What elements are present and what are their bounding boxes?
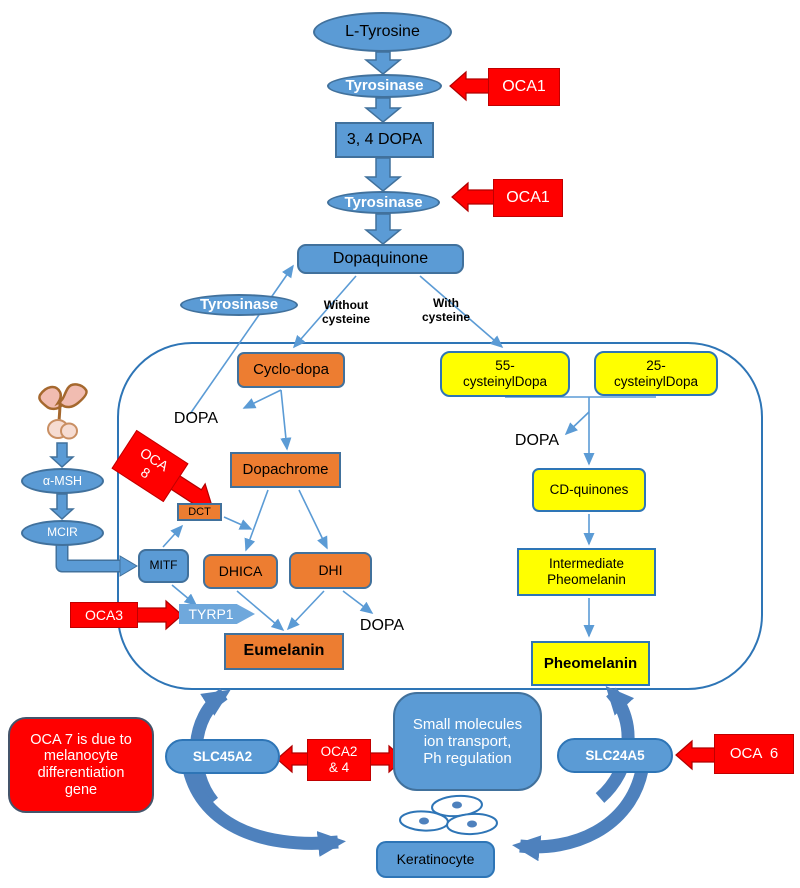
node-eumelanin: Eumelanin: [224, 633, 344, 670]
node-3-4-dopa: 3, 4 DOPA: [335, 122, 434, 158]
node-slc45a2: SLC45A2: [165, 739, 280, 774]
arrow-dopa-to-tyrosinase: [363, 157, 403, 192]
arc-left-down: [181, 762, 346, 857]
node-cd-quinones: CD-quinones: [532, 468, 646, 512]
label-with-cysteine: With cysteine: [421, 296, 471, 324]
arrow-oca1-mid: [451, 181, 498, 213]
node-small-molecules: Small molecules ion transport, Ph regula…: [393, 692, 542, 791]
arrow-oca6: [675, 739, 717, 771]
node-tyrp1: TYRP1: [179, 604, 255, 624]
node-keratinocyte: Keratinocyte: [376, 841, 495, 878]
node-intermediate-pheomelanin: Intermediate Pheomelanin: [517, 548, 656, 596]
arrow-gland-to-amsh: [49, 442, 75, 469]
node-dhica: DHICA: [203, 554, 278, 589]
melanocyte-cells-icon: [399, 794, 498, 836]
node-tyrosinase-1: Tyrosinase: [327, 74, 442, 98]
oca1-badge-top: OCA1: [488, 68, 560, 106]
node-dhi: DHI: [289, 552, 372, 589]
node-pheomelanin: Pheomelanin: [531, 641, 650, 686]
arrow-ltyrosine-to-tyrosinase: [363, 51, 403, 75]
arrow-oca1-top: [449, 70, 491, 102]
oca7-note: OCA 7 is due to melanocyte differentiati…: [8, 717, 154, 813]
node-dopaquinone: Dopaquinone: [297, 244, 464, 274]
oca6-badge: OCA 6: [714, 734, 794, 774]
node-dopachrome: Dopachrome: [230, 452, 341, 488]
node-mitf: MITF: [138, 549, 189, 583]
red-oca-arrows: [135, 70, 717, 774]
node-dct: DCT: [177, 503, 222, 521]
arrow-mcir-to-mitf: [55, 544, 138, 577]
node-55-cysteinyldopa: 55- cysteinylDopa: [440, 351, 570, 397]
label-dopa-left: DOPA: [173, 409, 219, 427]
pathway-connector-arrows: [162, 264, 656, 638]
arrow-oca3: [135, 599, 183, 631]
oca3-badge: OCA3: [70, 602, 138, 628]
node-slc24a5: SLC24A5: [557, 738, 673, 773]
label-dopa-right: DOPA: [514, 431, 560, 449]
label-dopa-mid: DOPA: [359, 616, 405, 634]
node-tyrosinase-2: Tyrosinase: [327, 191, 440, 214]
arc-right-down: [512, 768, 649, 862]
arrow-amsh-to-mcir: [49, 493, 75, 521]
node-tyrosinase-3: Tyrosinase: [180, 294, 298, 316]
label-without-cysteine: Without cysteine: [321, 298, 371, 326]
node-alpha-msh: α-MSH: [21, 468, 104, 494]
arrow-tyrosinase-to-dopaquinone: [363, 213, 403, 245]
node-25-cysteinyldopa: 25- cysteinylDopa: [594, 351, 718, 396]
node-cyclo-dopa: Cyclo-dopa: [237, 352, 345, 388]
node-mcir: MCIR: [21, 520, 104, 546]
node-l-tyrosine: L-Tyrosine: [313, 12, 452, 52]
oca2-4-badge: OCA2 & 4: [307, 739, 371, 781]
arrow-tyrosinase-to-dopa: [363, 97, 403, 123]
melanosome-container: [117, 342, 763, 690]
oca1-badge-mid: OCA1: [493, 179, 563, 217]
thick-down-arrows: [49, 51, 403, 521]
pituitary-gland-illustration: [38, 383, 88, 440]
